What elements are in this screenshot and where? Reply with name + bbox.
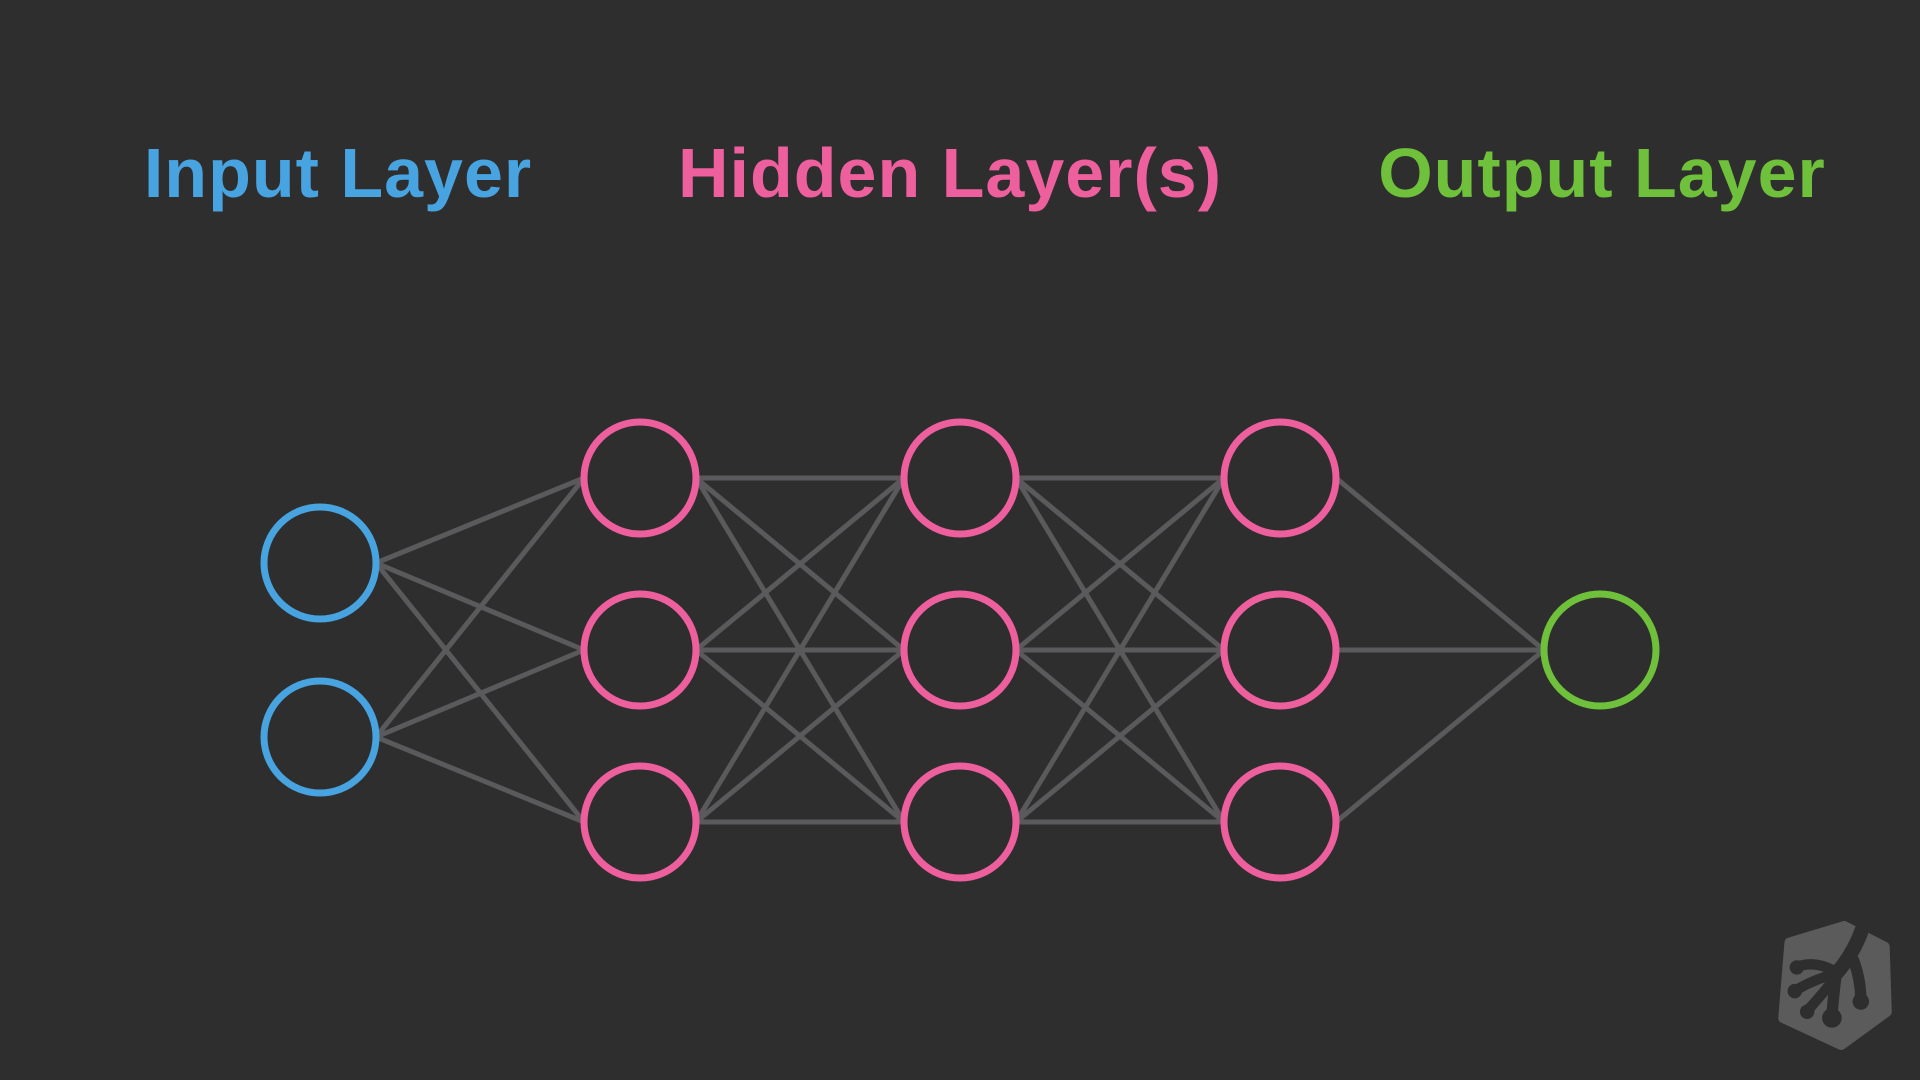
hidden-2-node-3	[900, 762, 1020, 882]
edge-input-to-hidden-1	[375, 475, 585, 566]
edge-hidden-2-to-hidden-3	[1014, 648, 1226, 824]
output-node-1	[1540, 590, 1660, 710]
edge-input-to-hidden-1	[375, 647, 585, 740]
hidden-1-node-2	[580, 590, 700, 710]
edge-hidden-1-to-hidden-2	[693, 476, 907, 824]
output-layer-label: Output Layer	[1378, 134, 1826, 212]
hidden-2-node-1	[900, 418, 1020, 538]
hidden-layer-label: Hidden Layer(s)	[678, 134, 1222, 212]
hidden-2-node-2	[900, 590, 1020, 710]
hidden-1-node-1	[580, 418, 700, 538]
treehouse-logo-icon	[1778, 921, 1892, 1050]
edge-hidden-2-to-hidden-3	[1014, 476, 1226, 652]
edge-hidden-3-to-output	[1334, 476, 1546, 652]
edge-hidden-3-to-output	[1334, 648, 1546, 824]
input-node-1	[260, 503, 380, 623]
edge-input-to-hidden-1	[374, 476, 586, 739]
hidden-3-node-3	[1220, 762, 1340, 882]
input-layer-label: Input Layer	[143, 134, 533, 212]
edge-hidden-2-to-hidden-3	[1013, 476, 1227, 824]
edge-hidden-1-to-hidden-2	[694, 476, 906, 652]
hidden-3-node-2	[1220, 590, 1340, 710]
edge-input-to-hidden-1	[375, 734, 585, 825]
hidden-3-node-1	[1220, 418, 1340, 538]
edge-hidden-1-to-hidden-2	[694, 648, 906, 824]
hidden-1-node-3	[580, 762, 700, 882]
input-node-2	[260, 677, 380, 797]
logo-branch-tips	[1787, 960, 1870, 1028]
